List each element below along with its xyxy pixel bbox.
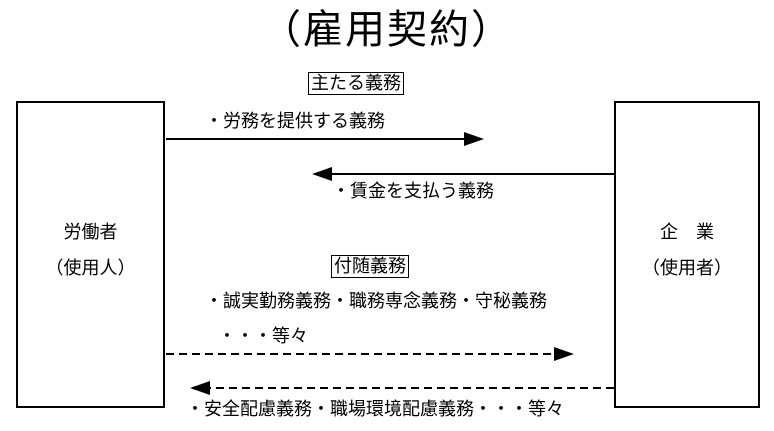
employer-incidental-duties: ・安全配慮義務・職場環境配慮義務・・・等々	[186, 399, 564, 420]
worker-incidental-arrow	[166, 347, 574, 361]
labor-arrow	[166, 132, 484, 146]
employer-box: 企 業 （使用者）	[614, 101, 760, 408]
incidental-duty-heading: 付随義務	[331, 255, 409, 279]
worker-label: 労働者 （使用人）	[18, 215, 163, 287]
main-duty-heading-text: 主たる義務	[308, 72, 404, 95]
worker-label-line1: 労働者	[63, 222, 118, 243]
employer-label: 企 業 （使用者）	[616, 215, 758, 287]
employer-label-line2: （使用者）	[642, 258, 732, 279]
wage-duty-text: ・賃金を支払う義務	[332, 181, 494, 202]
worker-incidental-duties: ・誠実勤務義務・職務専念義務・守秘義務	[205, 291, 547, 312]
wage-arrow	[312, 167, 614, 181]
employer-incidental-arrow	[190, 381, 614, 395]
incidental-duty-heading-text: 付随義務	[331, 255, 409, 278]
worker-label-line2: （使用人）	[45, 258, 136, 279]
diagram-title: （雇用契約）	[261, 7, 513, 53]
worker-incidental-etc: ・・・等々	[218, 326, 308, 347]
worker-box: 労働者 （使用人）	[16, 101, 165, 408]
employer-label-line1: 企 業	[660, 222, 714, 243]
labor-duty-text: ・労務を提供する義務	[205, 111, 385, 132]
main-duty-heading: 主たる義務	[308, 72, 404, 96]
